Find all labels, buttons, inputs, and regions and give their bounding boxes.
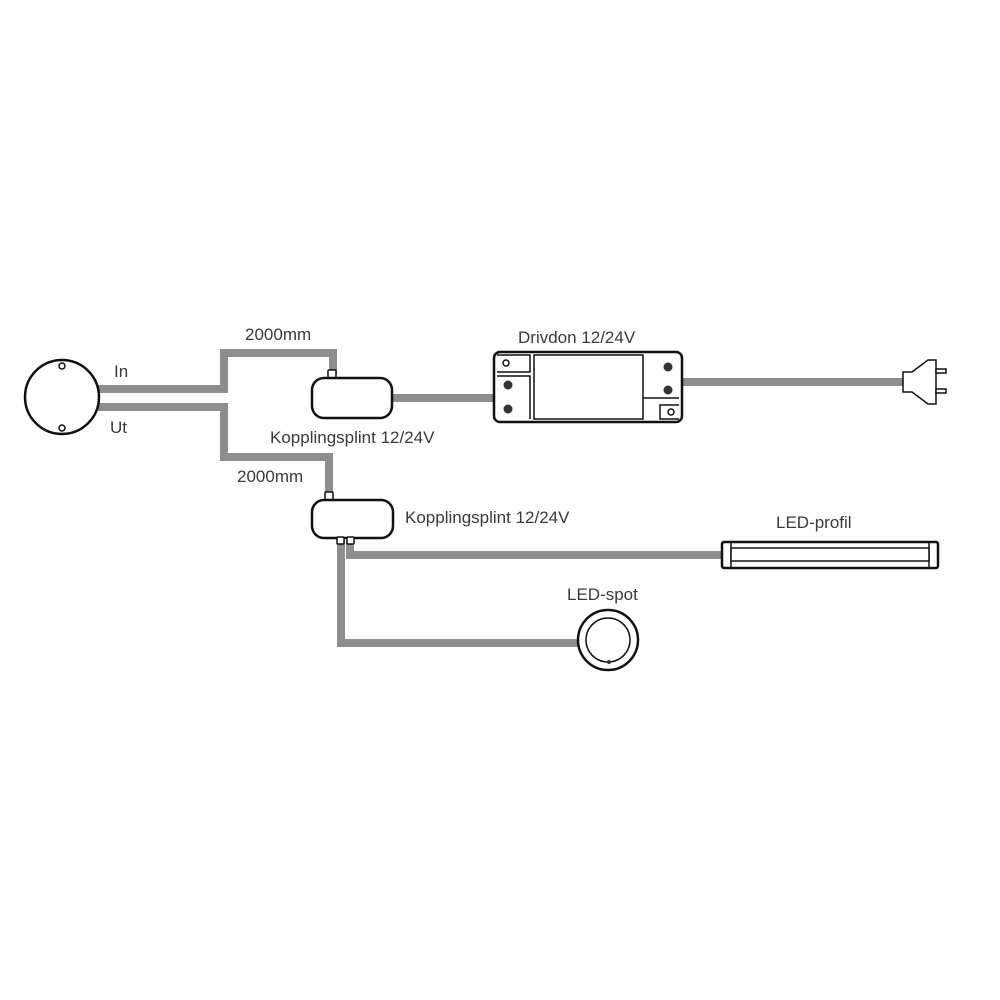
plug-icon [902, 359, 947, 405]
label-length-top: 2000mm [245, 325, 311, 344]
led-spot-icon [576, 608, 640, 672]
wire-to-led-profile [346, 540, 722, 559]
wire-ut [98, 403, 333, 497]
switch-circle-icon [23, 358, 101, 436]
label-coupler-bottom: Kopplingsplint 12/24V [405, 508, 570, 527]
label-in: In [114, 362, 128, 381]
wire-in [98, 349, 337, 393]
label-driver: Drivdon 12/24V [518, 328, 636, 347]
label-length-bottom: 2000mm [237, 467, 303, 486]
coupler-bottom-icon [310, 491, 395, 545]
coupler-top-icon [310, 369, 394, 420]
label-ut: Ut [110, 418, 127, 437]
label-led-spot: LED-spot [567, 585, 638, 604]
label-led-profile: LED-profil [776, 513, 852, 532]
label-coupler-top: Kopplingsplint 12/24V [270, 428, 435, 447]
driver-icon [492, 350, 684, 424]
wire-to-led-spot [337, 540, 578, 647]
led-profile-icon [720, 540, 940, 570]
